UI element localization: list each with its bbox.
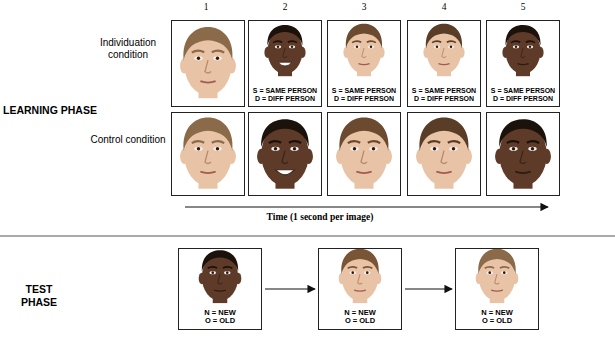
face-photo [495,119,551,188]
face-photo [502,25,543,76]
image-frame [172,113,245,196]
image-frame [487,113,560,196]
condition-label: Individuation condition [90,37,166,61]
sequence-arrow [265,288,315,289]
image-frame [408,113,481,196]
response-key: S = SAME PERSON [253,87,317,95]
image-ground [456,249,538,329]
face-photo [343,24,384,76]
image-ground [179,249,261,329]
response-key: O = OLD [482,317,512,326]
stimulus-frame: S = SAME PERSOND = DIFF PERSON [407,20,481,107]
face-photo [180,117,236,188]
response-key: S = SAME PERSON [412,87,476,95]
column-number: 4 [424,2,464,13]
image-frame [172,21,245,107]
image-ground [319,249,401,329]
response-key: D = DIFF PERSON [414,95,474,103]
stimulus-faces [179,21,559,329]
response-key: O = OLD [205,317,235,326]
stimulus-frame: S = SAME PERSOND = DIFF PERSON [248,20,322,107]
response-key: O = OLD [345,317,375,326]
phase-separator [0,235,615,236]
face-photo [180,27,236,98]
phase-label: TEST PHASE [8,283,70,308]
image-ground [328,21,400,106]
face-photo [336,117,392,188]
time-arrow [185,206,548,207]
response-key: D = DIFF PERSON [334,95,394,103]
column-number: 3 [344,2,384,13]
stimulus-frame: S = SAME PERSOND = DIFF PERSON [486,20,560,107]
face-photo [199,250,242,303]
column-number: 1 [186,2,226,13]
response-key: N = NEW [344,309,375,318]
response-key: N = NEW [481,309,512,318]
face-photo [257,119,313,188]
stimulus-frame: S = SAME PERSOND = DIFF PERSON [327,20,401,107]
stimulus-frame: N = NEWO = OLD [178,248,262,330]
face-photo [264,25,305,76]
phase-label: LEARNING PHASE [3,104,163,117]
response-key: D = DIFF PERSON [255,95,315,103]
stimulus-frame: N = NEWO = OLD [318,248,402,330]
face-photo [416,117,472,188]
image-frame [328,113,401,196]
condition-label: Control condition [90,134,166,146]
image-ground [487,21,559,106]
axis-label: Time (1 second per image) [190,212,450,223]
response-key: S = SAME PERSON [332,87,396,95]
response-key: S = SAME PERSON [491,87,555,95]
face-photo [423,24,464,76]
stimulus-frame: N = NEWO = OLD [455,248,539,330]
column-number: 5 [503,2,543,13]
face-photo [476,249,519,303]
image-frame [249,113,322,196]
control-frames [172,21,560,196]
response-key: D = DIFF PERSON [493,95,553,103]
sequence-arrow [405,288,452,289]
face-photo [339,249,382,303]
image-ground [249,21,321,106]
response-key: N = NEW [204,309,235,318]
image-ground [408,21,480,106]
column-number: 2 [265,2,305,13]
